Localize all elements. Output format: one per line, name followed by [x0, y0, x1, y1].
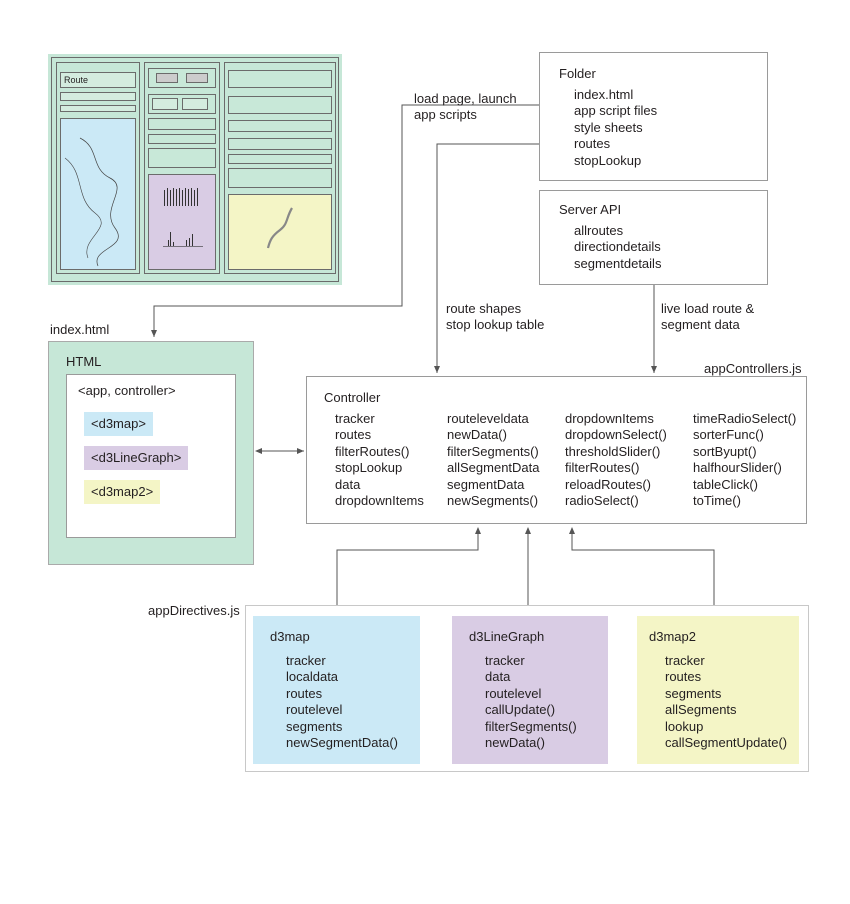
controller-member: filterSegments() — [447, 443, 539, 459]
folder-item: index.html — [574, 87, 634, 102]
d3map2-tag: <d3map2> — [84, 480, 161, 504]
folder-item: style sheets — [574, 119, 643, 135]
controller-member: sortByupt() — [693, 443, 757, 459]
directive-member: allSegments — [665, 702, 737, 718]
controller-member: stopLookup — [335, 460, 403, 476]
directive-member: routelevel — [286, 702, 343, 718]
thumbnail-map2-panel — [228, 194, 332, 270]
server-api-items: allroutes directiondetails segmentdetail… — [574, 223, 661, 272]
controller-column-2: routeleveldata newData() filterSegments(… — [447, 411, 540, 509]
controller-member: sorterFunc() — [693, 427, 764, 443]
folder-item: app script files — [574, 103, 658, 119]
edge-label-route-shapes: route shapes stop lookup table — [446, 301, 545, 332]
server-api-box: Server API allroutes directiondetails se… — [539, 190, 768, 285]
html-title: HTML — [66, 354, 102, 369]
directive-member: lookup — [665, 718, 704, 734]
app-screenshot-thumbnail: Route — [48, 54, 342, 285]
controller-member: tracker — [335, 411, 375, 426]
d3linegraph-directive: d3LineGraph tracker data routelevel call… — [452, 616, 608, 764]
server-api-item: directiondetails — [574, 239, 661, 255]
controller-member: newData() — [447, 427, 507, 443]
html-panel: HTML <app, controller> <d3map> <d3LineGr… — [48, 341, 254, 565]
d3map2-directive-title: d3map2 — [649, 629, 696, 644]
controller-member: dropdownSelect() — [565, 427, 667, 443]
server-api-item: allroutes — [574, 223, 624, 238]
thumbnail-route-label: Route — [64, 75, 89, 85]
directive-member: tracker — [485, 653, 525, 668]
thumbnail-bars — [163, 188, 203, 247]
controller-member: allSegmentData — [447, 460, 540, 476]
directive-member: routes — [286, 685, 323, 701]
d3linegraph-directive-title: d3LineGraph — [469, 629, 545, 644]
thumbnail-route-field: Route — [60, 72, 136, 88]
folder-title: Folder — [559, 66, 596, 81]
controller-member: timeRadioSelect() — [693, 411, 797, 426]
folder-item: routes — [574, 136, 611, 152]
controller-member: dropdownItems — [565, 411, 654, 426]
controller-member: dropdownItems — [335, 493, 424, 509]
edge-label-live-load: live load route & segment data — [661, 301, 755, 332]
app-controller-box: <app, controller> <d3map> <d3LineGraph> … — [66, 374, 236, 538]
controller-member: reloadRoutes() — [565, 476, 651, 492]
d3map-directive-title: d3map — [270, 629, 310, 644]
controller-member: halfhourSlider() — [693, 460, 782, 476]
thumbnail-route-lines — [64, 137, 119, 267]
folder-box: Folder index.html app script files style… — [539, 52, 768, 181]
controller-member: newSegments() — [447, 493, 539, 509]
directive-member: segments — [665, 685, 722, 701]
directive-member: routes — [665, 669, 702, 685]
d3linegraph-directive-items: tracker data routelevel callUpdate() fil… — [485, 653, 577, 751]
controller-member: toTime() — [693, 493, 741, 509]
controller-member: routes — [335, 427, 372, 443]
controller-column-3: dropdownItems dropdownSelect() threshold… — [565, 411, 667, 509]
directive-member: newData() — [485, 735, 545, 751]
d3map-directive-items: tracker localdata routes routelevel segm… — [286, 653, 398, 751]
d3map-tag: <d3map> — [84, 412, 153, 436]
controller-member: filterRoutes() — [335, 443, 410, 459]
server-api-title: Server API — [559, 202, 622, 217]
directive-member: routelevel — [485, 685, 542, 701]
controllers-file-label: appControllers.js — [704, 361, 802, 376]
server-api-item: segmentdetails — [574, 255, 662, 271]
controller-member: radioSelect() — [565, 493, 639, 509]
directive-member: segments — [286, 718, 343, 734]
directive-member: data — [485, 669, 511, 685]
edge-label-load-page: load page, launch app scripts — [414, 91, 517, 122]
directive-member: callUpdate() — [485, 702, 556, 718]
d3map2-directive-items: tracker routes segments allSegments look… — [665, 653, 787, 751]
controller-column-1: tracker routes filterRoutes() stopLookup… — [335, 411, 424, 509]
directives-file-label: appDirectives.js — [148, 603, 240, 618]
controller-member: thresholdSlider() — [565, 443, 661, 459]
controller-member: data — [335, 476, 361, 492]
d3map-directive: d3map tracker localdata routes routeleve… — [253, 616, 420, 764]
controller-column-4: timeRadioSelect() sorterFunc() sortByupt… — [693, 411, 796, 509]
d3linegraph-tag: <d3LineGraph> — [84, 446, 189, 470]
directive-member: tracker — [286, 653, 326, 668]
controller-box: Controller tracker routes filterRoutes()… — [306, 376, 807, 524]
controller-member: filterRoutes() — [565, 460, 640, 476]
directive-member: localdata — [286, 669, 339, 685]
controller-member: tableClick() — [693, 476, 759, 492]
controller-member: segmentData — [447, 476, 525, 492]
index-html-file-label: index.html — [50, 322, 110, 337]
directive-member: tracker — [665, 653, 705, 668]
folder-items: index.html app script files style sheets… — [574, 87, 657, 169]
thumbnail-segments — [266, 207, 293, 249]
d3map2-directive: d3map2 tracker routes segments allSegmen… — [637, 616, 799, 764]
directive-member: newSegmentData() — [286, 735, 398, 751]
thumbnail-map-panel — [60, 118, 136, 270]
folder-item: stopLookup — [574, 152, 642, 168]
directive-member: callSegmentUpdate() — [665, 735, 788, 751]
app-controller-tag: <app, controller> — [78, 383, 176, 398]
controller-member: routeleveldata — [447, 411, 529, 426]
controller-title: Controller — [324, 390, 381, 405]
directive-member: filterSegments() — [485, 718, 577, 734]
thumbnail-line-graph-panel — [148, 174, 216, 270]
